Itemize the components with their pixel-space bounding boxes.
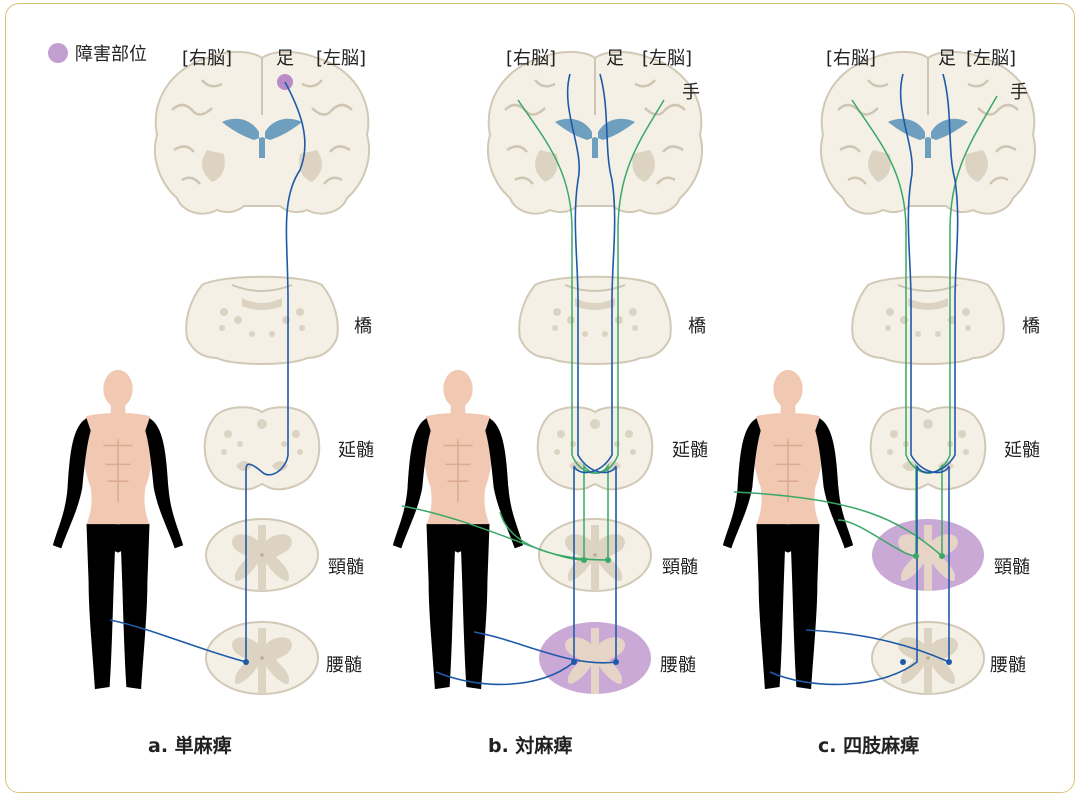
motor-neuron: [613, 659, 619, 665]
lumbar-section: [872, 622, 984, 694]
label-hand: 手: [1010, 82, 1028, 103]
motor-neuron: [581, 557, 587, 563]
label-left-brain: [左脳]: [642, 48, 692, 69]
label-right-brain: [右脳]: [506, 48, 556, 69]
label-medulla: 延髄: [338, 440, 374, 461]
caption-a: a. 単麻痺: [148, 734, 232, 757]
motor-neuron: [946, 659, 952, 665]
label-cervical: 頸髄: [328, 557, 364, 578]
brain-section: [488, 52, 702, 214]
motor-neuron: [939, 553, 945, 559]
label-foot: 足: [938, 48, 956, 69]
label-right-brain: [右脳]: [826, 48, 876, 69]
label-lumbar: 腰髄: [660, 655, 696, 676]
legend: 障害部位: [48, 43, 147, 65]
caption-c: c. 四肢麻痺: [818, 734, 919, 757]
motor-neuron: [243, 659, 249, 665]
label-lumbar: 腰髄: [990, 655, 1026, 676]
label-foot: 足: [276, 48, 294, 69]
label-cervical: 頸髄: [994, 557, 1030, 578]
human-figure: [723, 370, 853, 689]
legend-label: 障害部位: [75, 44, 147, 65]
label-medulla: 延髄: [1004, 440, 1040, 461]
medulla-section: [538, 407, 653, 489]
motor-neuron: [571, 659, 577, 665]
label-right-brain: [右脳]: [182, 48, 232, 69]
lumbar-lesion: [539, 622, 651, 694]
lumbar-section: [206, 622, 318, 694]
label-cervical: 頸髄: [662, 557, 698, 578]
pons-section: [852, 277, 1004, 364]
motor-neuron: [900, 659, 906, 665]
medulla-section: [205, 407, 320, 489]
label-foot: 足: [606, 48, 624, 69]
motor-neuron: [605, 557, 611, 563]
lesion-legend-swatch: [48, 43, 68, 63]
human-figure: [53, 370, 183, 689]
brain-section: [821, 52, 1035, 214]
panel-b: [右脳] 足 [左脳] 手 橋 延髄 頸髄 腰髄 b. 対麻痺: [393, 48, 708, 757]
human-figure: [393, 370, 523, 689]
cervical-section: [206, 519, 318, 591]
label-left-brain: [左脳]: [316, 48, 366, 69]
label-pons: 橋: [354, 316, 372, 337]
pons-section: [519, 277, 671, 364]
label-pons: 橋: [1022, 316, 1040, 337]
cervical-lesion: [872, 519, 984, 591]
label-pons: 橋: [688, 316, 706, 337]
pons-section: [186, 277, 338, 364]
caption-b: b. 対麻痺: [488, 734, 572, 757]
label-left-brain: [左脳]: [966, 48, 1016, 69]
brain-section: [155, 52, 369, 214]
label-lumbar: 腰髄: [326, 655, 362, 676]
panel-a: [右脳] 足 [左脳] 橋 延髄 頸髄 腰髄 a. 単麻痺: [53, 48, 374, 757]
label-medulla: 延髄: [672, 440, 708, 461]
medulla-section: [871, 407, 986, 489]
label-hand: 手: [682, 82, 700, 103]
motor-neuron: [913, 553, 919, 559]
panel-c: [右脳] 足 [左脳] 手 橋 延髄 頸髄 腰髄 c. 四肢麻痺: [723, 48, 1040, 757]
